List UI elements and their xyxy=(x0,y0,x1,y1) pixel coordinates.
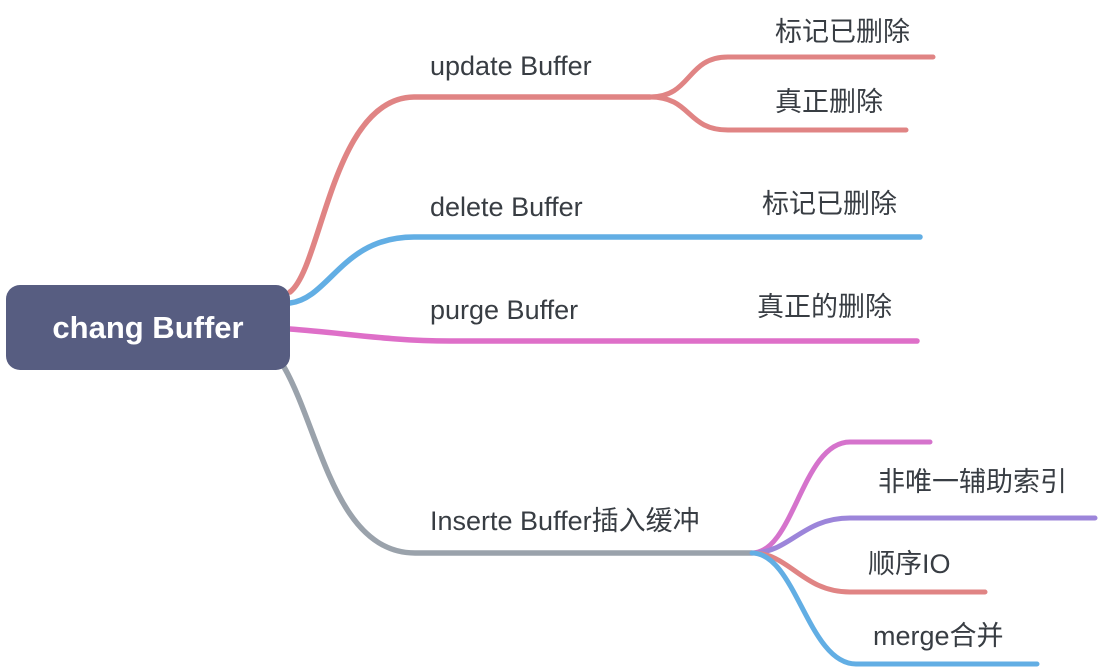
topic-purge-real-delete[interactable]: 真正的删除 xyxy=(757,292,892,322)
topic-insert-buffer[interactable]: Inserte Buffer插入缓冲 xyxy=(430,506,700,536)
branch-connector-delete xyxy=(287,234,923,306)
branch-connector-insert xyxy=(281,364,755,556)
branch-connector-update xyxy=(287,94,653,295)
child-connector-update-marked-deleted xyxy=(647,54,936,100)
topic-delete-buffer[interactable]: delete Buffer xyxy=(430,192,583,222)
branch-connector-purge xyxy=(287,326,920,344)
child-connector-insert-nonunique-index xyxy=(749,515,1098,556)
topic-delete-marked-deleted[interactable]: 标记已删除 xyxy=(762,189,897,219)
topic-purge-buffer[interactable]: purge Buffer xyxy=(430,295,579,325)
topic-update-marked-deleted[interactable]: 标记已删除 xyxy=(775,17,910,47)
topic-insert-sequential-io[interactable]: 顺序IO xyxy=(868,549,951,579)
child-connector-insert-empty-topic xyxy=(749,439,933,556)
root-topic-label[interactable]: chang Buffer xyxy=(52,309,244,345)
topic-insert-merge[interactable]: merge合并 xyxy=(873,621,1004,651)
topic-insert-nonunique-index[interactable]: 非唯一辅助索引 xyxy=(878,467,1067,497)
topic-update-buffer[interactable]: update Buffer xyxy=(430,51,592,81)
topic-update-really-deleted[interactable]: 真正删除 xyxy=(775,87,883,117)
root-node-shape[interactable] xyxy=(6,285,290,370)
child-connector-update-really-deleted xyxy=(647,94,909,133)
child-connector-insert-merge xyxy=(749,550,1040,667)
